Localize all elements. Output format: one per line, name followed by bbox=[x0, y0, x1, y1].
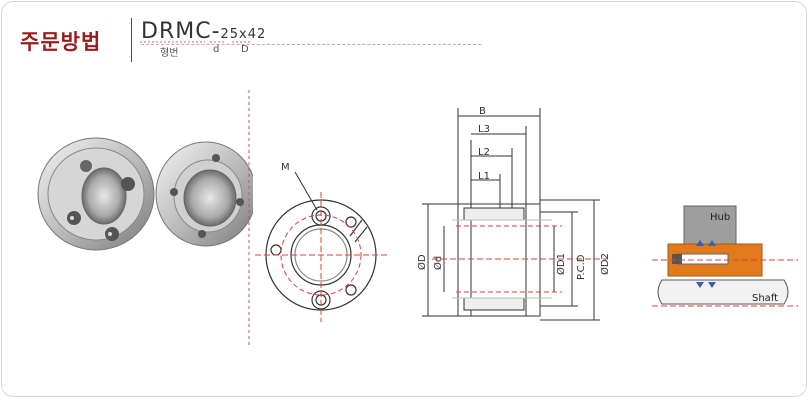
front-view-drawing: M bbox=[255, 162, 387, 322]
caption-type: 형번 bbox=[160, 48, 179, 59]
hub-label: Hub bbox=[710, 212, 730, 223]
header-divider bbox=[131, 18, 132, 62]
caption-D: D bbox=[241, 44, 249, 55]
dim-D2: ØD2 bbox=[599, 253, 611, 275]
header-dashed-line bbox=[141, 44, 481, 45]
hub-block bbox=[683, 205, 737, 247]
model-code: DRMC-25x42 bbox=[141, 19, 266, 44]
order-method-title: 주문방법 bbox=[20, 30, 102, 54]
dim-D: ØD bbox=[416, 254, 428, 270]
shaft-body bbox=[657, 279, 789, 305]
arrow-up-icon bbox=[696, 240, 704, 246]
shaft-label: Shaft bbox=[752, 293, 778, 304]
m-label: M bbox=[281, 162, 290, 173]
arrow-down-icon bbox=[696, 282, 704, 288]
caption-d: d bbox=[213, 44, 220, 55]
dim-d: Ød bbox=[432, 256, 444, 270]
model-size: 25x42 bbox=[220, 27, 267, 42]
dim-L2: L2 bbox=[478, 147, 490, 158]
dim-D1: ØD1 bbox=[555, 253, 567, 275]
product-photo bbox=[37, 137, 253, 251]
model-code-prefix: DRMC- bbox=[141, 19, 221, 44]
dim-B: B bbox=[479, 106, 486, 117]
dim-PCD: P.C.D bbox=[576, 254, 587, 280]
section-view-drawing: B L3 L2 L1 ØD Ød ØD1 P.C.D ØD2 bbox=[416, 106, 611, 321]
arrow-down-icon bbox=[708, 282, 716, 288]
arrow-up-icon bbox=[708, 240, 716, 246]
dim-L1: L1 bbox=[478, 171, 490, 182]
install-view-drawing: Hub Shaft bbox=[652, 205, 798, 307]
dim-L3: L3 bbox=[478, 124, 490, 135]
